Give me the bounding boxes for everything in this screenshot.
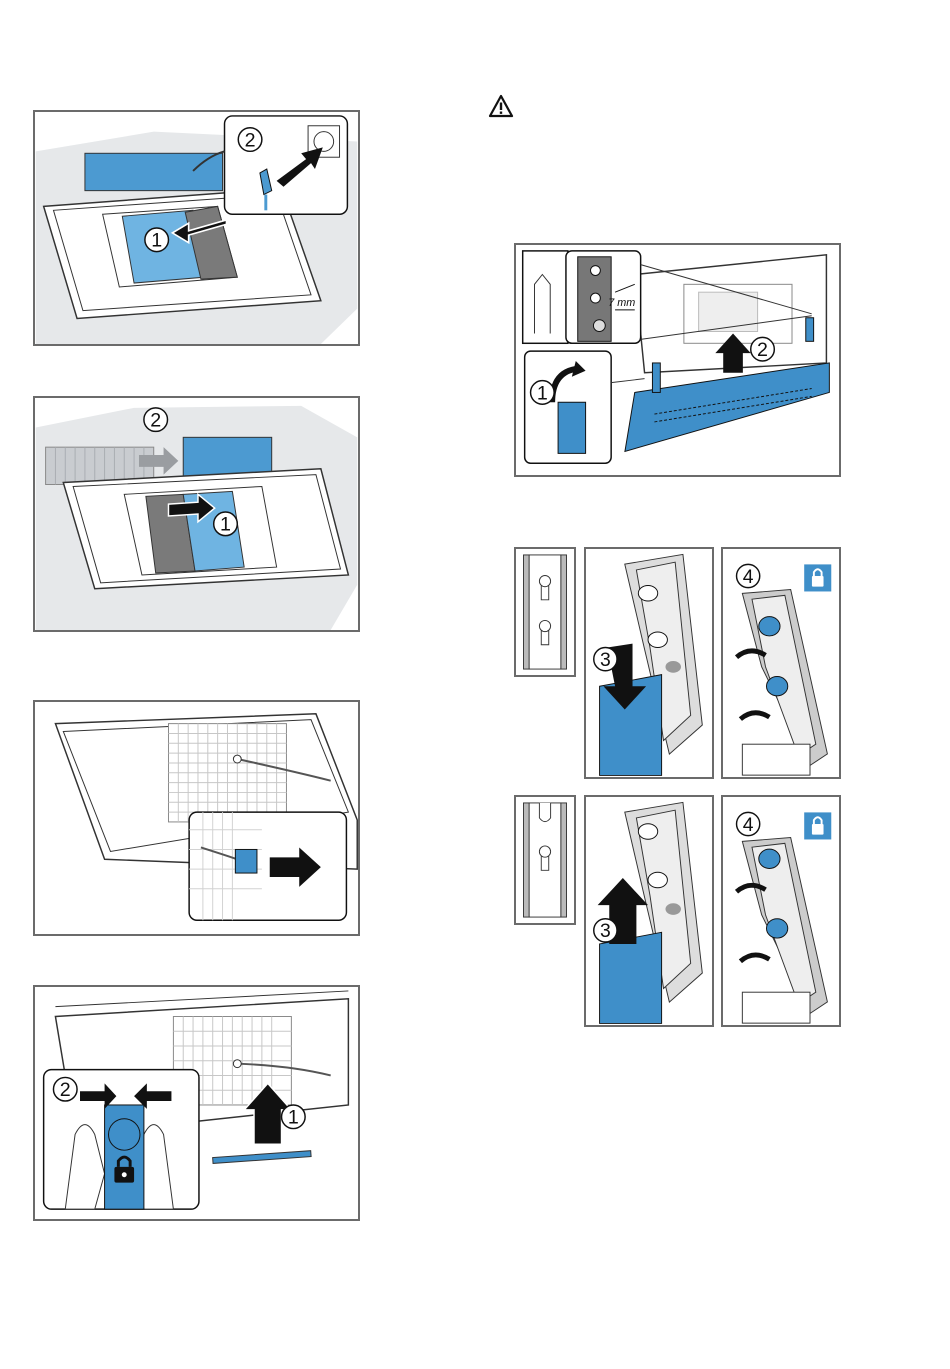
svg-text:1: 1 bbox=[220, 514, 231, 536]
svg-text:1: 1 bbox=[288, 1107, 299, 1129]
figure-hang-panel: 2 7 mm 1 bbox=[514, 243, 841, 477]
lock-icon bbox=[804, 812, 831, 839]
step-badge-1: 1 bbox=[282, 1105, 306, 1129]
step-badge-4: 4 bbox=[737, 564, 760, 587]
step-badge-1: 1 bbox=[145, 228, 169, 252]
svg-text:2: 2 bbox=[150, 410, 161, 432]
motor-box bbox=[85, 153, 223, 190]
svg-text:7 mm: 7 mm bbox=[608, 297, 635, 309]
figure-slide-down-a: 3 bbox=[584, 547, 714, 779]
figure-remove-filter-unplug: 1 2 bbox=[33, 110, 360, 346]
svg-text:4: 4 bbox=[743, 567, 754, 588]
connector-plug bbox=[235, 849, 257, 873]
figure-disconnect-cable bbox=[33, 700, 360, 936]
motor-box bbox=[183, 437, 271, 476]
hook-right bbox=[806, 318, 814, 342]
warning-icon bbox=[488, 94, 514, 118]
inset-tool bbox=[523, 251, 568, 343]
figure-rail-keyhole-a bbox=[514, 547, 576, 677]
svg-text:1: 1 bbox=[151, 230, 162, 252]
svg-text:4: 4 bbox=[743, 815, 754, 836]
step-badge-2: 2 bbox=[238, 128, 262, 152]
step-badge-3: 3 bbox=[594, 919, 617, 942]
hook-left bbox=[652, 363, 660, 392]
figure-tighten-screws-b: 4 bbox=[721, 795, 841, 1027]
svg-text:3: 3 bbox=[600, 920, 611, 942]
step-badge-2: 2 bbox=[53, 1077, 77, 1101]
svg-text:3: 3 bbox=[600, 649, 611, 671]
svg-text:1: 1 bbox=[537, 382, 548, 404]
step-badge-1: 1 bbox=[531, 381, 555, 405]
figure-tighten-screws-a: 4 bbox=[721, 547, 841, 779]
step-badge-1: 1 bbox=[214, 512, 238, 536]
svg-text:2: 2 bbox=[60, 1079, 71, 1101]
cover-strip bbox=[213, 1151, 311, 1164]
step-badge-3: 3 bbox=[594, 647, 617, 670]
step-badge-2: 2 bbox=[751, 337, 775, 361]
step-badge-4: 4 bbox=[737, 812, 760, 835]
svg-text:2: 2 bbox=[757, 339, 768, 361]
figure-remove-cover-strip: 1 2 bbox=[33, 985, 360, 1221]
figure-insert-filter-duct: 2 1 bbox=[33, 396, 360, 632]
step-badge-2: 2 bbox=[144, 408, 168, 432]
svg-text:2: 2 bbox=[245, 129, 256, 151]
lock-icon bbox=[804, 564, 831, 591]
figure-rail-keyhole-b bbox=[514, 795, 576, 925]
figure-slide-up-b: 3 bbox=[584, 795, 714, 1027]
